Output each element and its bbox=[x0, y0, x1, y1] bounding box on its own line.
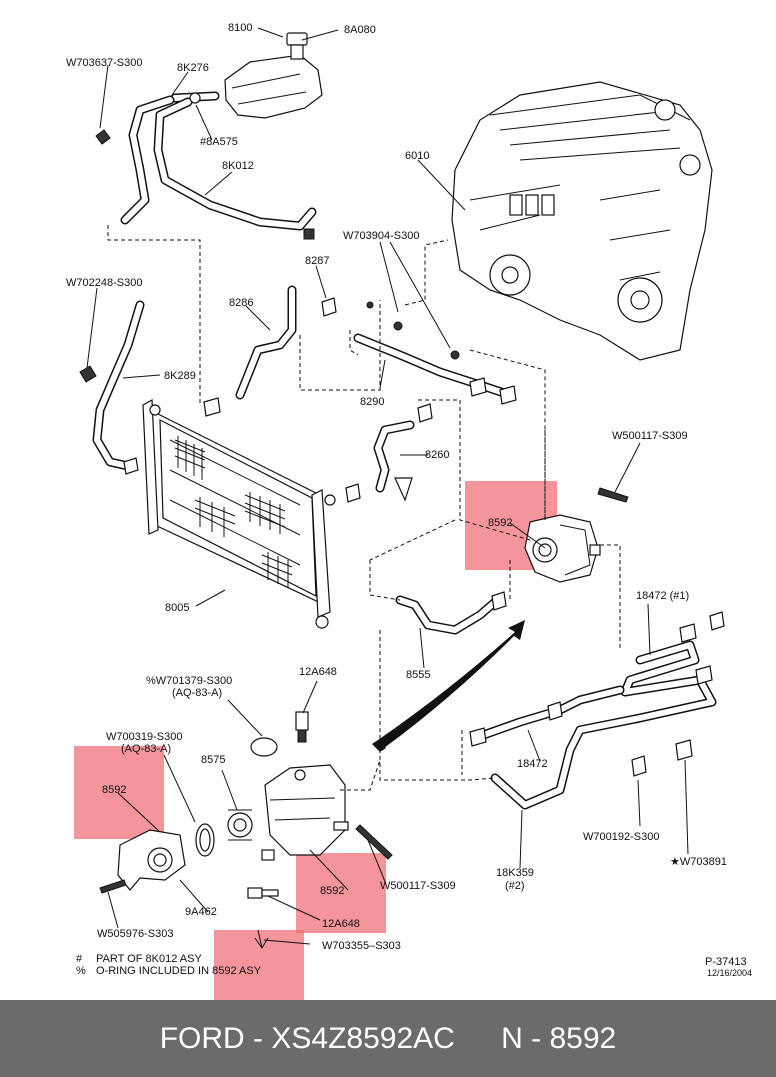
label-8K276: 8K276 bbox=[177, 62, 209, 74]
note-pct-symbol: % bbox=[76, 965, 86, 977]
dashed-lines bbox=[107, 225, 621, 791]
label-W703637: W703637-S300 bbox=[66, 57, 142, 69]
highlight-8592-notes bbox=[214, 930, 304, 1000]
label-12A648-top: 12A648 bbox=[299, 666, 337, 678]
footer-caption: FORD - XS4Z8592AC N - 8592 bbox=[0, 1000, 776, 1077]
label-8592-left: 8592 bbox=[102, 784, 126, 796]
label-8K012: 8K012 bbox=[222, 160, 254, 172]
label-W505976: W505976-S303 bbox=[97, 928, 173, 940]
footer-bar bbox=[0, 1000, 776, 1077]
label-8A080: 8A080 bbox=[344, 24, 376, 36]
clamp-w703637 bbox=[95, 129, 111, 145]
footer-part-number: FORD - XS4Z8592AC bbox=[159, 1022, 455, 1055]
highlight-8592-left bbox=[74, 746, 164, 839]
label-8287: 8287 bbox=[305, 255, 329, 267]
label-W701379: %W701379-S300 bbox=[146, 675, 232, 687]
thermostat-assembly-lower bbox=[99, 711, 393, 949]
label-18472-1: 18472 (#1) bbox=[636, 590, 689, 602]
label-8100: 8100 bbox=[228, 22, 252, 34]
note-pct-text: O-RING INCLUDED IN 8592 ASY bbox=[96, 965, 262, 977]
label-18K359: 18K359 bbox=[496, 867, 534, 879]
label-8005: 8005 bbox=[165, 602, 189, 614]
coolant-reservoir bbox=[170, 32, 323, 119]
tube-8290 bbox=[353, 301, 517, 405]
label-18472-2: 18472 bbox=[517, 758, 548, 770]
label-6010: 6010 bbox=[405, 150, 429, 162]
label-W703904: W703904-S300 bbox=[343, 230, 419, 242]
label-W500117-bottom: W500117-S309 bbox=[380, 880, 456, 892]
drawing-number: P-37413 bbox=[705, 956, 747, 968]
highlight-8592-bottom bbox=[296, 853, 386, 933]
label-W700319: W700319-S300 bbox=[106, 731, 182, 743]
hose-8260 bbox=[345, 403, 433, 503]
label-8592-bottom: 8592 bbox=[320, 885, 344, 897]
o-ring-w701379 bbox=[250, 737, 278, 757]
reservoir-hoses bbox=[95, 92, 317, 240]
label-8260: 8260 bbox=[425, 449, 449, 461]
label-W702248: W702248-S300 bbox=[66, 277, 142, 289]
heater-hoses bbox=[469, 611, 725, 810]
label-9A462: 9A462 bbox=[185, 906, 217, 918]
label-18K359-note: (#2) bbox=[505, 880, 525, 892]
label-W500117-top: W500117-S309 bbox=[612, 430, 688, 442]
label-8575: 8575 bbox=[201, 754, 225, 766]
hose-8k289 bbox=[79, 300, 145, 475]
label-8290: 8290 bbox=[360, 396, 384, 408]
drawing-date: 12/16/2004 bbox=[707, 968, 752, 978]
hose-8286 bbox=[203, 285, 337, 417]
engine bbox=[451, 81, 713, 361]
flow-arrow bbox=[372, 620, 525, 752]
footer-ref-number: N - 8592 bbox=[501, 1022, 617, 1055]
label-12A648-bottom: 12A648 bbox=[322, 918, 360, 930]
label-8286: 8286 bbox=[229, 297, 253, 309]
parts-diagram: 8100 8A080 W703637-S300 8K276 #8A575 8K0… bbox=[66, 22, 752, 1000]
radiator bbox=[142, 399, 336, 629]
note-hash-symbol: # bbox=[76, 953, 83, 965]
label-AQ83-b: (AQ-83-A) bbox=[121, 743, 171, 755]
hose-8555 bbox=[395, 591, 507, 635]
label-8A575: #8A575 bbox=[200, 136, 238, 148]
label-8K289: 8K289 bbox=[164, 370, 196, 382]
leader-lines bbox=[86, 27, 689, 945]
part-labels: 8100 8A080 W703637-S300 8K276 #8A575 8K0… bbox=[66, 22, 752, 978]
label-AQ83-a: (AQ-83-A) bbox=[172, 687, 222, 699]
thermostat-housing-upper bbox=[524, 487, 629, 583]
note-hash-text: PART OF 8K012 ASY bbox=[96, 953, 202, 965]
label-8592-top: 8592 bbox=[488, 517, 512, 529]
label-8555: 8555 bbox=[406, 669, 430, 681]
label-W703355: W703355–S303 bbox=[322, 940, 401, 952]
label-W703891: ★W703891 bbox=[670, 856, 727, 868]
label-W700192: W700192-S300 bbox=[583, 831, 659, 843]
